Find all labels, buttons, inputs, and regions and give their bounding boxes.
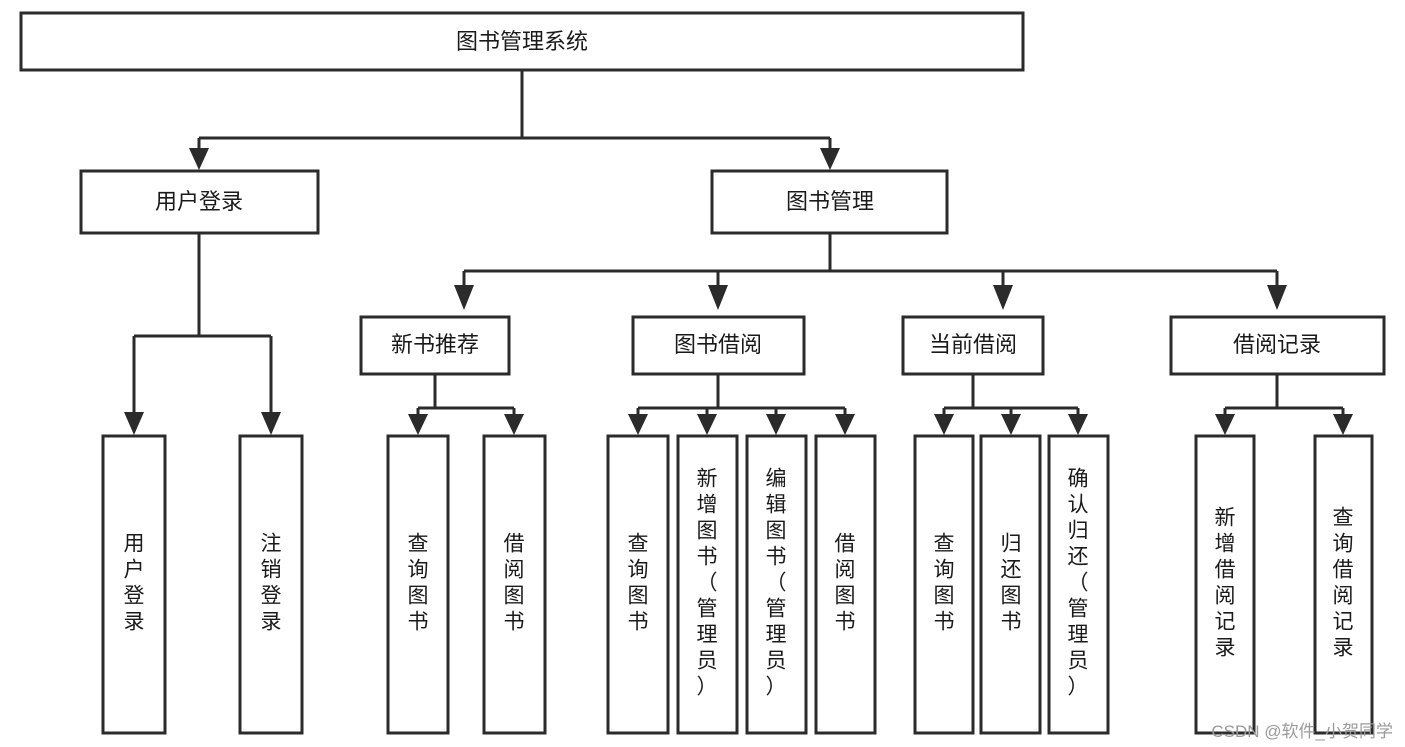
node-leaf-add-book-box: [676, 434, 739, 735]
node-borrow-record-box: [1169, 315, 1386, 376]
node-user-login-box: [79, 169, 320, 235]
node-leaf-user-logout-label: 注销登录: [261, 533, 282, 634]
node-leaf-confirm-return[interactable]: 确认归还（管理员）: [1047, 434, 1110, 735]
node-leaf-return-book-box: [979, 434, 1042, 735]
node-leaf-query-book-2-label: 查询图书: [628, 533, 649, 634]
node-leaf-borrow-book-2-box: [814, 434, 877, 735]
node-root-label: 图书管理系统: [456, 29, 588, 54]
edge-root-to-bus: [197, 70, 832, 152]
node-leaf-add-record-label: 新增借阅记录: [1215, 507, 1236, 660]
node-leaf-query-book-1-label: 查询图书: [408, 533, 429, 634]
node-leaf-query-book-1[interactable]: 查询图书: [386, 434, 450, 735]
arrow-to-leaf-user-logout: [261, 412, 281, 435]
arrow-to-leaf-borrow-book-2: [835, 414, 855, 435]
arrow-to-leaf-return-book: [1001, 414, 1021, 435]
node-leaf-user-login-label: 用户登录: [124, 533, 145, 634]
edge-group: [124, 70, 1353, 435]
edge-bookmanage-to-bus: [462, 233, 1279, 288]
node-current-borrow-box: [901, 315, 1045, 376]
node-root-box: [19, 11, 1025, 72]
node-leaf-borrow-book-2-label: 借阅图书: [835, 533, 856, 634]
node-book-manage-box: [710, 169, 949, 235]
node-leaf-borrow-book-1[interactable]: 借阅图书: [482, 434, 547, 735]
arrow-to-borrow-record: [1267, 285, 1287, 310]
node-leaf-query-book-3-box: [913, 434, 975, 735]
node-leaf-query-record-label: 查询借阅记录: [1333, 507, 1354, 660]
node-leaf-add-record[interactable]: 新增借阅记录: [1194, 434, 1256, 735]
edge-currentborrow-to-bus: [942, 374, 1080, 418]
node-current-borrow[interactable]: 当前借阅: [901, 315, 1045, 376]
node-borrow-record[interactable]: 借阅记录: [1169, 315, 1386, 376]
node-leaf-query-book-3-label: 查询图书: [934, 533, 955, 634]
arrow-to-leaf-user-login: [124, 412, 144, 435]
node-book-borrow[interactable]: 图书借阅: [631, 315, 806, 376]
node-leaf-query-book-3[interactable]: 查询图书: [913, 434, 975, 735]
node-leaf-edit-book-label: 编辑图书（管理员）: [766, 468, 787, 699]
node-leaf-add-book-label: 新增图书（管理员）: [697, 468, 718, 699]
node-borrow-record-label: 借阅记录: [1233, 332, 1321, 357]
arrow-to-leaf-query-book-2: [628, 414, 648, 435]
edge-borrowrecord-to-bus: [1223, 374, 1345, 418]
edge-bookborrow-to-bus: [636, 374, 847, 418]
node-leaf-user-logout-box: [238, 434, 304, 735]
node-new-book-recommend[interactable]: 新书推荐: [359, 315, 511, 376]
arrow-to-leaf-query-record: [1333, 414, 1353, 435]
node-leaf-return-book[interactable]: 归还图书: [979, 434, 1042, 735]
node-new-book-recommend-box: [359, 315, 511, 376]
node-leaf-query-book-1-box: [386, 434, 450, 735]
node-leaf-borrow-book-2[interactable]: 借阅图书: [814, 434, 877, 735]
node-leaf-confirm-return-box: [1047, 434, 1110, 735]
node-leaf-query-book-2[interactable]: 查询图书: [606, 434, 670, 735]
node-current-borrow-label: 当前借阅: [929, 332, 1017, 357]
node-leaf-query-record[interactable]: 查询借阅记录: [1313, 434, 1374, 735]
node-leaf-add-record-box: [1194, 434, 1256, 735]
node-leaf-user-logout[interactable]: 注销登录: [238, 434, 304, 735]
node-leaf-user-login-box: [101, 434, 167, 735]
node-book-manage-label: 图书管理: [786, 189, 874, 214]
node-leaf-return-book-label: 归还图书: [1001, 533, 1022, 634]
node-leaf-edit-book[interactable]: 编辑图书（管理员）: [745, 434, 808, 735]
node-book-borrow-box: [631, 315, 806, 376]
arrow-to-leaf-add-record: [1215, 414, 1235, 435]
edge-userlogin-to-bus: [132, 233, 273, 416]
arrow-to-book-manage: [820, 148, 840, 170]
node-leaf-user-login[interactable]: 用户登录: [101, 434, 167, 735]
node-book-borrow-label: 图书借阅: [674, 332, 762, 357]
csdn-watermark: CSDN @软件_小贺同学: [1211, 722, 1393, 741]
node-leaf-borrow-book-1-label: 借阅图书: [504, 533, 525, 634]
node-leaf-edit-book-box: [745, 434, 808, 735]
arrow-to-leaf-confirm-return: [1068, 414, 1088, 435]
node-new-book-recommend-label: 新书推荐: [391, 332, 479, 357]
arrow-to-book-borrow: [708, 285, 728, 310]
arrow-to-leaf-query-book-1: [408, 414, 428, 435]
edge-newbook-to-bus: [416, 374, 516, 418]
node-leaf-query-book-2-box: [606, 434, 670, 735]
arrow-to-leaf-query-book-3: [934, 414, 954, 435]
node-root[interactable]: 图书管理系统: [19, 11, 1025, 72]
node-leaf-add-book[interactable]: 新增图书（管理员）: [676, 434, 739, 735]
arrow-to-current-borrow: [993, 285, 1013, 310]
node-leaf-query-record-box: [1313, 434, 1374, 735]
node-leaf-confirm-return-label: 确认归还（管理员）: [1068, 468, 1089, 699]
node-leaf-borrow-book-1-box: [482, 434, 547, 735]
node-user-login[interactable]: 用户登录: [79, 169, 320, 235]
arrow-to-leaf-borrow-book-1: [504, 414, 524, 435]
arrow-to-user-login: [189, 148, 209, 170]
arrow-to-leaf-add-book: [697, 414, 717, 435]
node-user-login-label: 用户登录: [155, 189, 243, 214]
node-book-manage[interactable]: 图书管理: [710, 169, 949, 235]
arrow-to-leaf-edit-book: [766, 414, 786, 435]
arrow-to-new-book-recommend: [454, 285, 474, 310]
